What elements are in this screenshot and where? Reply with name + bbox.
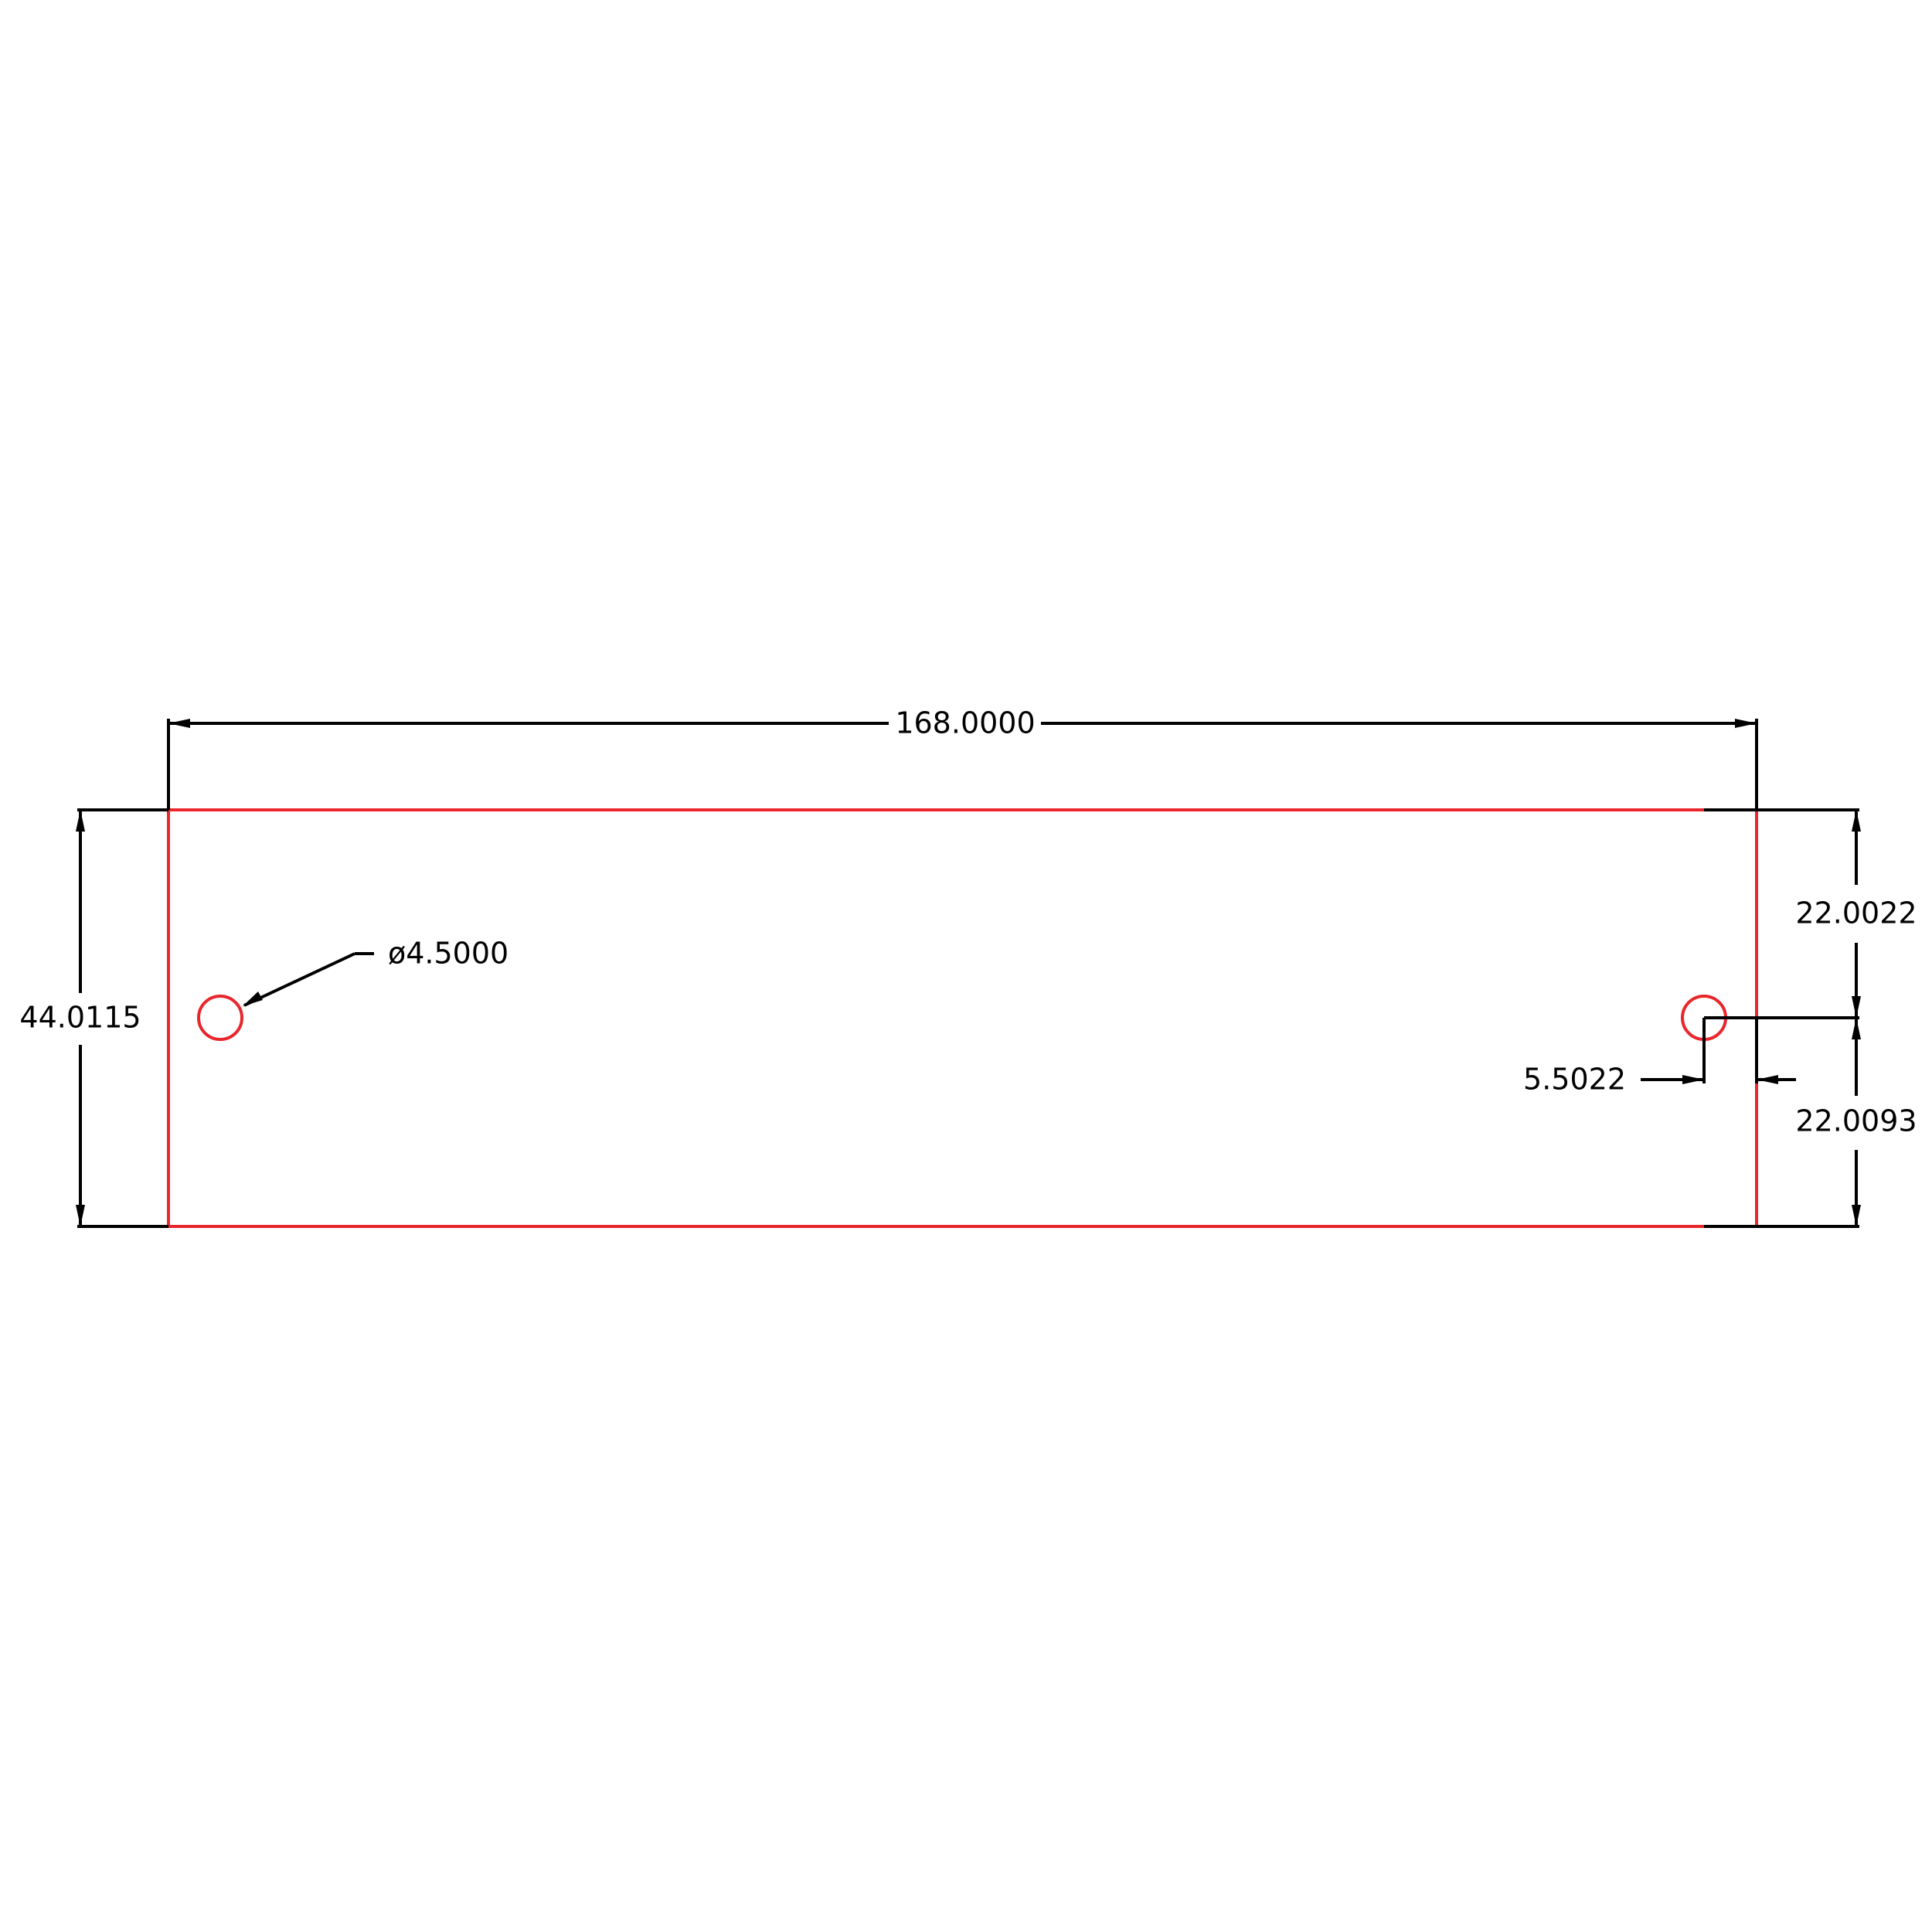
height-label: 44.0115: [19, 1001, 141, 1035]
width-dimension: 168.0000: [167, 706, 1758, 810]
left-hole: [197, 995, 243, 1041]
hole-diameter-leader: ø4.5000: [243, 937, 509, 1007]
hole-vertical-dimensions: 22.0022 22.0093: [1704, 808, 1917, 1228]
hole-bottom-offset-label: 22.0093: [1795, 1104, 1917, 1138]
hole-diameter-label: ø4.5000: [388, 937, 509, 971]
plate-outline: [167, 808, 1758, 1228]
hole-top-offset-label: 22.0022: [1795, 896, 1917, 930]
height-dimension: 44.0115: [19, 808, 168, 1228]
width-label: 168.0000: [895, 706, 1035, 740]
hole-edge-offset-dimension: 5.5022: [1523, 1018, 1796, 1097]
hole-edge-offset-label: 5.5022: [1523, 1063, 1626, 1097]
